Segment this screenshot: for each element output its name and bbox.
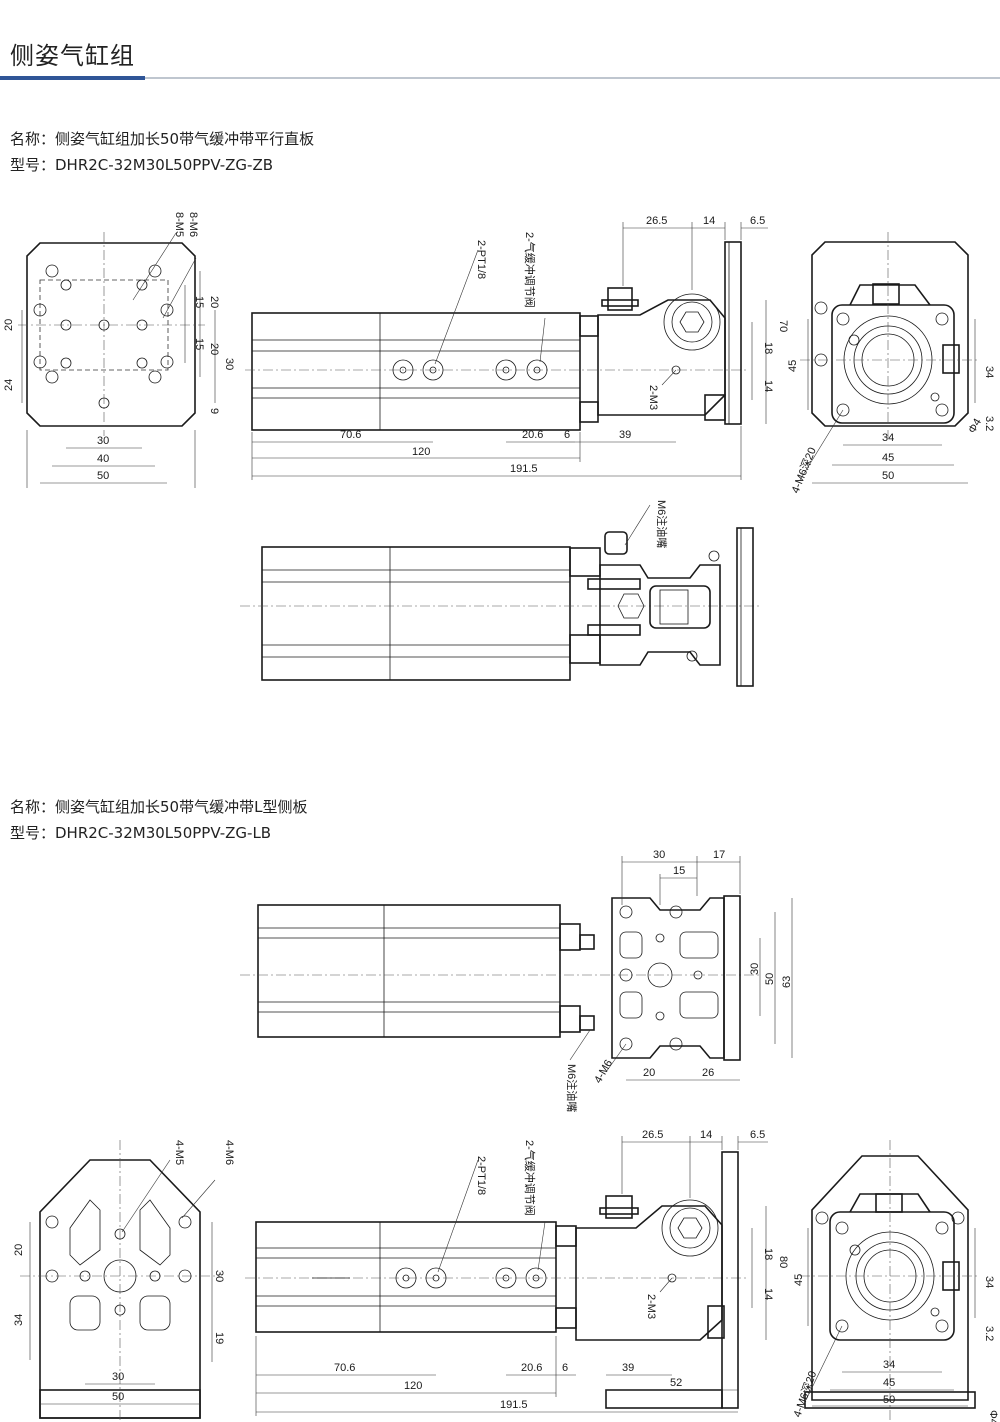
- d1-front-dim-24-left: 24: [3, 379, 15, 391]
- d2-top-dim-63: 63: [781, 976, 793, 988]
- d1-side-callout-m3: 2-M3: [647, 385, 659, 410]
- d2-front-dim-30: 30: [213, 1270, 225, 1282]
- d1-front-dim-15a: 15: [193, 296, 205, 308]
- product-model-1: 型号：DHR2C-32M30L50PPV-ZG-ZB: [10, 156, 274, 174]
- d2-top-dim-15: 15: [673, 865, 685, 877]
- d2-side-dim-14: 14: [700, 1129, 712, 1141]
- d1-front-view: 8-M5 8-M6 20 24 20 15 15 20 30 9 30 40 5…: [3, 212, 235, 488]
- d1-end-dim-3-2: 3.2: [983, 416, 995, 431]
- d2-side-dim-120: 120: [404, 1380, 422, 1392]
- page-title: 侧姿气缸组: [10, 42, 135, 70]
- d2-side-dim-18: 18: [762, 1248, 774, 1260]
- d1-side-dim-20-6: 20.6: [522, 429, 543, 441]
- d2-end-dim-3-2: 3.2: [983, 1326, 995, 1341]
- product-name-2: 名称：侧姿气缸组加长50带气缓冲带L型侧板: [10, 798, 308, 816]
- d2-front-dim-20: 20: [13, 1244, 25, 1256]
- d1-front-dim-20-right: 20: [208, 296, 220, 308]
- d2-front-dim-w50: 50: [112, 1391, 124, 1403]
- d1-side-callout-pt: 2-PT1/8: [475, 240, 487, 279]
- d2-top-dim-26: 26: [702, 1067, 714, 1079]
- d1-end-dim-phi4: Φ4: [966, 417, 984, 436]
- d1-side-callout-valve: 2-气缓冲调节阀: [523, 232, 537, 308]
- d2-side-dim-20-6: 20.6: [521, 1362, 542, 1374]
- d2-side-view: 2-PT1/8 2-气缓冲调节阀 2-M3 26.5 14 6.5 80 18 …: [245, 1129, 789, 1416]
- d1-front-dim-w30: 30: [97, 435, 109, 447]
- d1-side-dim-6: 6: [564, 429, 570, 441]
- d2-side-dim-80: 80: [777, 1256, 789, 1268]
- d2-end-dim-phi4: Φ4: [987, 1410, 999, 1422]
- d1-front-dim-15b: 15: [193, 338, 205, 350]
- d2-top-dim-50v: 50: [764, 973, 776, 985]
- d1-side-dim-39: 39: [619, 429, 631, 441]
- d2-front-view: 4-M5 4-M6 20 34 30 19 30 50: [13, 1140, 235, 1422]
- d1-top-callout-nozzle: M6注油嘴: [655, 500, 669, 548]
- d2-side-dim-191-5: 191.5: [500, 1399, 528, 1411]
- d2-end-dim-45: 45: [793, 1274, 805, 1286]
- d2-side-dim-52: 52: [670, 1377, 682, 1389]
- d1-front-dim-20-right2: 20: [208, 343, 220, 355]
- d1-side-dim-70-6: 70.6: [340, 429, 361, 441]
- d1-front-callout-m6: 8-M6: [187, 212, 199, 237]
- d1-side-dim-14b: 14: [762, 380, 774, 392]
- d2-end-view: 45 34 3.2 Φ4 34 45 50 4-M6深20: [791, 1140, 999, 1422]
- title-rule: [0, 77, 1000, 79]
- d1-side-view: 2-PT1/8 2-气缓冲调节阀 2-M3 26.5 14 6.5 70 18 …: [245, 215, 789, 480]
- d2-top-dim-30: 30: [653, 849, 665, 861]
- d1-front-dim-30: 30: [223, 358, 235, 370]
- d2-side-callout-valve: 2-气缓冲调节阀: [523, 1140, 537, 1216]
- product-model-2: 型号：DHR2C-32M30L50PPV-ZG-LB: [10, 824, 272, 842]
- d2-front-dim-34: 34: [13, 1314, 25, 1326]
- d2-side-dim-6: 6: [562, 1362, 568, 1374]
- d1-side-dim-191-5: 191.5: [510, 463, 538, 475]
- d1-side-dim-6-5: 6.5: [750, 215, 765, 227]
- d2-top-callout-nozzle: M6注油嘴: [565, 1064, 579, 1112]
- title-rule-accent: [0, 76, 145, 80]
- d1-end-dim-34: 34: [983, 366, 995, 378]
- d1-front-dim-9: 9: [208, 408, 220, 414]
- d2-front-callout-m6: 4-M6: [223, 1140, 235, 1165]
- d2-front-dim-19: 19: [213, 1332, 225, 1344]
- product-info-1: 名称：侧姿气缸组加长50带气缓冲带平行直板 型号：DHR2C-32M30L50P…: [10, 126, 314, 178]
- d1-end-callout-m6: 4-M6深20: [789, 445, 819, 495]
- product-info-2: 名称：侧姿气缸组加长50带气缓冲带L型侧板 型号：DHR2C-32M30L50P…: [10, 794, 307, 846]
- d2-side-dim-6-5: 6.5: [750, 1129, 765, 1141]
- d1-end-dim-45: 45: [787, 360, 799, 372]
- d2-end-dim-w50: 50: [883, 1394, 895, 1406]
- d1-front-dim-20-left: 20: [3, 319, 15, 331]
- d1-side-dim-18: 18: [762, 342, 774, 354]
- d1-end-dim-w45: 45: [882, 452, 894, 464]
- d1-side-dim-26-5: 26.5: [646, 215, 667, 227]
- d1-front-dim-w40: 40: [97, 453, 109, 465]
- d2-top-callout-m6: 4-M6: [592, 1058, 615, 1086]
- d2-front-dim-w30: 30: [112, 1371, 124, 1383]
- d1-side-dim-70: 70: [777, 320, 789, 332]
- d2-end-callout-m6: 4-M6深20: [791, 1369, 820, 1419]
- d2-top-dim-30v: 30: [749, 963, 761, 975]
- d2-side-dim-70-6: 70.6: [334, 1362, 355, 1374]
- d2-top-view: 30 17 15 30 50 63 20 26 4-M6 M6注油嘴: [240, 849, 793, 1112]
- d2-end-dim-34: 34: [983, 1276, 995, 1288]
- d2-end-dim-w34: 34: [883, 1359, 895, 1371]
- d2-end-dim-w45: 45: [883, 1377, 895, 1389]
- d1-side-dim-14: 14: [703, 215, 715, 227]
- d2-side-dim-14b: 14: [762, 1288, 774, 1300]
- product-name-1: 名称：侧姿气缸组加长50带气缓冲带平行直板: [10, 130, 315, 148]
- d2-side-dim-39: 39: [622, 1362, 634, 1374]
- d2-side-callout-m3: 2-M3: [645, 1294, 657, 1319]
- d1-end-dim-w50: 50: [882, 470, 894, 482]
- d1-front-holes: [33, 264, 174, 409]
- d1-end-dim-w34: 34: [882, 432, 894, 444]
- d2-front-callout-m5: 4-M5: [173, 1140, 185, 1165]
- d1-front-dim-w50: 50: [97, 470, 109, 482]
- d1-top-view: M6注油嘴: [240, 500, 760, 687]
- d1-side-dim-120: 120: [412, 446, 430, 458]
- d2-side-callout-pt: 2-PT1/8: [475, 1156, 487, 1195]
- d1-end-view: 45 34 3.2 Φ4 34 45 50 4-M6深20: [787, 232, 995, 495]
- d2-top-dim-17: 17: [713, 849, 725, 861]
- d1-front-callout-m5: 8-M5: [173, 212, 185, 237]
- d2-side-dim-26-5: 26.5: [642, 1129, 663, 1141]
- d2-top-dim-20: 20: [643, 1067, 655, 1079]
